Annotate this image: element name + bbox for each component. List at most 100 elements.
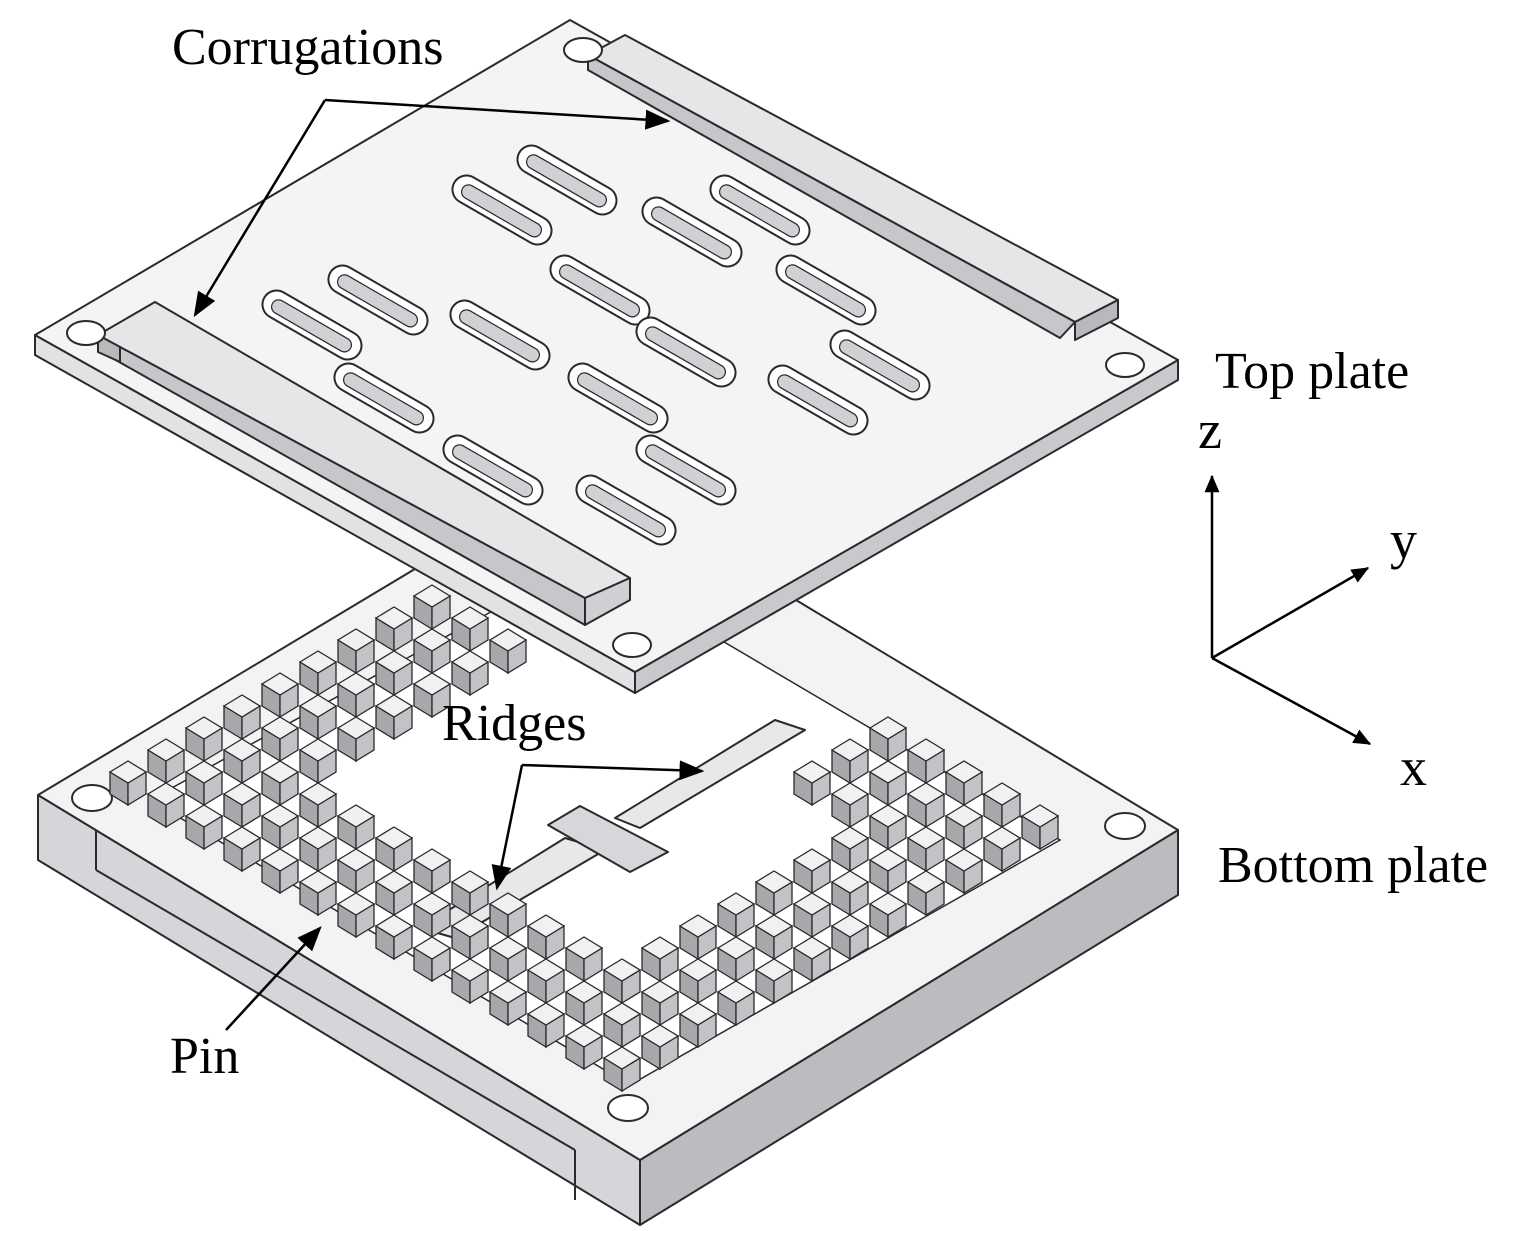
slot-inner-wall — [336, 274, 419, 328]
pin-top-face — [260, 716, 300, 740]
pin-top-face — [450, 870, 490, 894]
pin — [944, 760, 984, 807]
bottom-plate-edge-notches — [95, 830, 576, 1200]
pin — [678, 1002, 718, 1049]
pin — [222, 782, 262, 829]
pin — [298, 870, 338, 917]
pin-top-face — [336, 804, 376, 828]
pin-top-face — [374, 694, 414, 718]
pin — [754, 914, 794, 961]
slot — [575, 474, 677, 546]
pin-top-face — [564, 1024, 604, 1048]
pin-top-face — [906, 870, 946, 894]
pin-top-face — [982, 782, 1022, 806]
pin — [526, 914, 566, 961]
pin — [754, 958, 794, 1005]
pin — [602, 958, 642, 1005]
pin — [146, 738, 186, 785]
pin — [450, 914, 490, 961]
pin — [260, 760, 300, 807]
axis-x-arrow — [1211, 656, 1372, 746]
pin — [222, 738, 262, 785]
pin-top-face — [792, 892, 832, 916]
slot-inner-wall — [644, 326, 727, 380]
slot — [567, 362, 669, 434]
top-plate-hole-left — [66, 320, 106, 346]
axis-z-label: z — [1198, 400, 1222, 460]
pin-top-face — [488, 936, 528, 960]
arrow-corrugations-right — [324, 98, 671, 130]
pin-top-face — [298, 694, 338, 718]
pin-top-face — [184, 760, 224, 784]
pin — [298, 826, 338, 873]
pin-top-face — [944, 760, 984, 784]
pin-top-face — [868, 848, 908, 872]
pin-top-face — [906, 782, 946, 806]
arrow-pin — [225, 926, 322, 1031]
pin — [906, 782, 946, 829]
pin-top-face — [374, 606, 414, 630]
top-plate — [34, 19, 1179, 694]
pin-top-face — [298, 870, 338, 894]
pin-top-face — [184, 716, 224, 740]
pin-top-face — [640, 980, 680, 1004]
pin — [298, 782, 338, 829]
pin — [868, 804, 908, 851]
pin-top-face — [716, 936, 756, 960]
pin — [678, 914, 718, 961]
pin-top-face — [526, 914, 566, 938]
pin-top-face — [336, 848, 376, 872]
bottom-plate-hole-front — [607, 1094, 649, 1122]
slot-inner-wall — [576, 372, 659, 426]
pin-top-face — [336, 716, 376, 740]
pin — [982, 826, 1022, 873]
pin-top-face — [146, 738, 186, 762]
pin — [336, 848, 376, 895]
pin-top-face — [412, 936, 452, 960]
pin — [1020, 804, 1060, 851]
pin — [260, 848, 300, 895]
pin — [754, 870, 794, 917]
pin — [412, 936, 452, 983]
pin — [716, 892, 756, 939]
pin-top-face — [488, 892, 528, 916]
bottom-plate-hole-left — [71, 784, 113, 812]
pin-top-face — [906, 738, 946, 762]
pin-top-face — [716, 892, 756, 916]
pin — [222, 694, 262, 741]
pin — [184, 804, 224, 851]
pin-top-face — [298, 738, 338, 762]
slot-inner-wall — [784, 264, 867, 318]
pin — [830, 782, 870, 829]
pin-top-face — [792, 848, 832, 872]
pin — [830, 870, 870, 917]
slot-inner-wall — [644, 444, 727, 498]
corrugation-right-end — [1074, 299, 1119, 341]
pin-top-face — [868, 716, 908, 740]
pin-top-face — [222, 738, 262, 762]
bottom-plate — [37, 469, 1179, 1226]
pin — [602, 1046, 642, 1093]
pin — [184, 760, 224, 807]
pin-top-face — [450, 914, 490, 938]
pin-top-face — [222, 782, 262, 806]
pin-top-face — [526, 1002, 566, 1026]
pin-top-face — [298, 782, 338, 806]
pin — [868, 892, 908, 939]
pin — [830, 738, 870, 785]
label-ridges: Ridges — [442, 695, 586, 752]
pin-top-face — [944, 804, 984, 828]
bottom-plate-hole-right — [1104, 812, 1146, 840]
pin — [450, 958, 490, 1005]
pin-top-face — [602, 1002, 642, 1026]
pin — [108, 760, 148, 807]
pin-top-face — [450, 650, 490, 674]
pin — [716, 936, 756, 983]
pin — [830, 826, 870, 873]
pin-top-face — [450, 606, 490, 630]
slot — [333, 362, 435, 434]
pin — [412, 892, 452, 939]
slot — [635, 434, 737, 506]
slot-inner-wall — [342, 372, 425, 426]
pin — [792, 892, 832, 939]
